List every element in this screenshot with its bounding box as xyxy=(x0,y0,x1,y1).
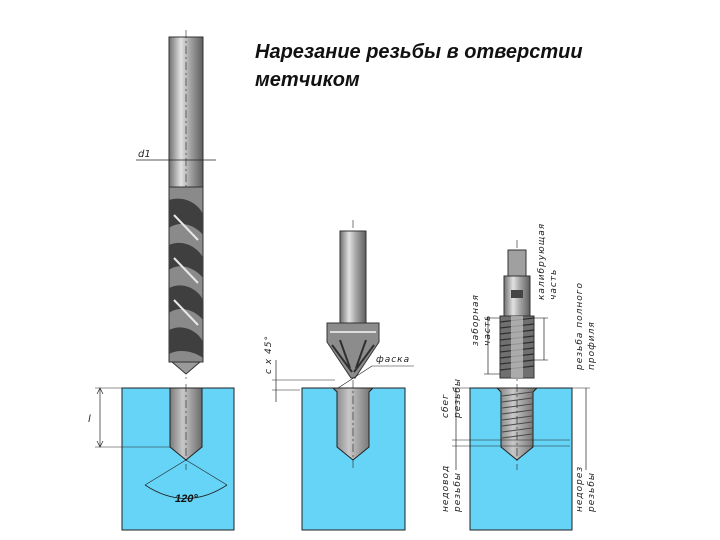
drill-panel: d1 l 120° xyxy=(88,30,235,531)
angle-label: 120° xyxy=(175,493,198,505)
diagram-title: Нарезание резьбы в отверстии метчиком xyxy=(255,41,583,91)
intake-part-label-2: часть xyxy=(483,315,493,346)
tap-square-end xyxy=(507,249,527,277)
runout-label-1: сбег xyxy=(441,393,451,418)
countersink-head xyxy=(326,322,380,379)
undercut-left-label-1: недовод xyxy=(441,465,451,512)
intake-part-label-1: заборная xyxy=(471,294,481,346)
dim-d1-label: d1 xyxy=(138,149,151,160)
calibrating-part-label-1: калибрующая xyxy=(537,223,547,300)
chamfer-label: фаска xyxy=(376,355,410,365)
runout-label-2: резьбы xyxy=(453,378,463,419)
full-profile-label-1: резьба полного xyxy=(575,282,585,371)
drill-flutes xyxy=(168,186,204,375)
full-profile-label-2: профиля xyxy=(587,321,597,370)
countersink-shank xyxy=(339,230,367,324)
chamfer-dim-label: c x 45° xyxy=(264,335,274,374)
undercut-left-label-2: резьбы xyxy=(453,472,463,513)
calibrating-part-label-2: часть xyxy=(549,269,559,300)
countersink-panel: c x 45° фаска xyxy=(264,220,414,531)
undercut-right-label-2: резьбы xyxy=(587,472,597,513)
undercut-right-label-1: недорез xyxy=(575,466,585,512)
tap-panel: заборная часть калибрующая часть резьба … xyxy=(441,223,597,531)
dim-l-label: l xyxy=(88,414,91,425)
